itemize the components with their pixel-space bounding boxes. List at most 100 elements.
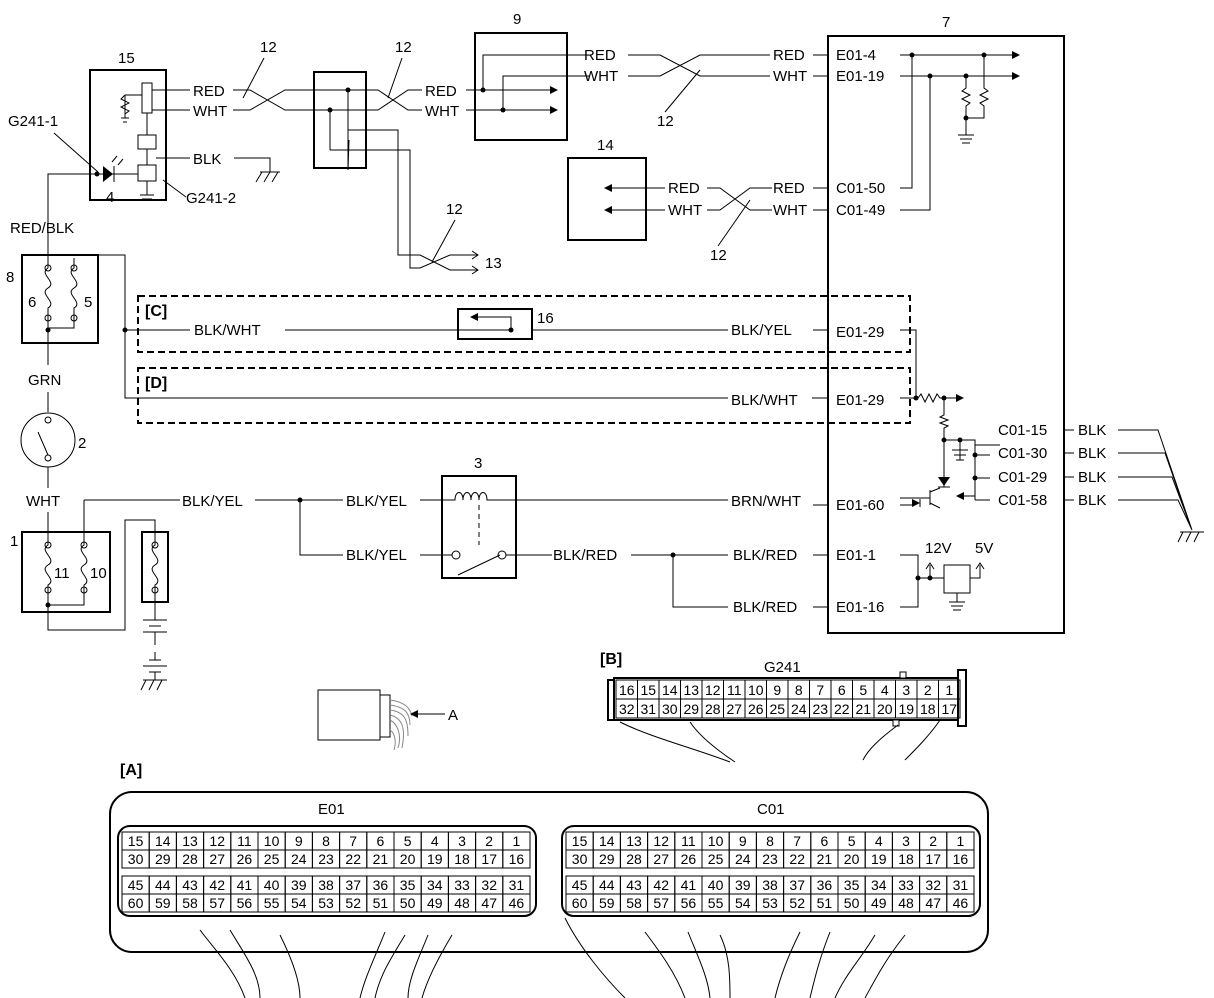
callout-9: 9 <box>513 11 521 28</box>
terminal-e01-29-c: E01-29 <box>836 324 884 341</box>
component-8-fuse-block: 8 6 5 <box>6 254 828 399</box>
g241-pin-1: 1 <box>945 682 953 698</box>
callout-6: 6 <box>28 294 36 311</box>
e01-pin-19: 19 <box>427 851 443 867</box>
e01-pin-43: 43 <box>182 877 198 893</box>
c01-pin-50: 50 <box>844 895 860 911</box>
connector-g241-title: G241 <box>764 659 801 676</box>
e01-pin-6: 6 <box>377 833 385 849</box>
c01-pin-15: 15 <box>572 833 588 849</box>
wire-label-wht-sw: WHT <box>26 493 60 510</box>
e01-pin-54: 54 <box>291 895 307 911</box>
e01-pin-4: 4 <box>431 833 439 849</box>
e01-pin-41: 41 <box>237 877 253 893</box>
terminal-e01-16: E01-16 <box>836 599 884 616</box>
callout-1: 1 <box>10 533 18 550</box>
c01-pin-11: 11 <box>681 833 696 849</box>
g241-pin-5: 5 <box>859 682 867 698</box>
c01-pin-54: 54 <box>735 895 751 911</box>
callout-8: 8 <box>6 269 14 286</box>
terminal-c01-30: C01-30 <box>998 445 1047 462</box>
e01-pin-53: 53 <box>318 895 334 911</box>
g241-pin-12: 12 <box>705 682 721 698</box>
component-1-fuse-box: 1 11 10 <box>10 500 156 631</box>
e01-pin-14: 14 <box>155 833 171 849</box>
section-d-label: [D] <box>145 375 167 392</box>
terminal-c01-29: C01-29 <box>998 469 1047 486</box>
wire-label-red-15: RED <box>193 83 225 100</box>
terminal-e01-19: E01-19 <box>836 68 884 85</box>
c01-pin-9: 9 <box>739 833 747 849</box>
wire-label-blk-g2: BLK <box>1078 445 1106 462</box>
c01-pin-52: 52 <box>789 895 805 911</box>
g241-pin-25: 25 <box>769 701 785 717</box>
c01-pin-19: 19 <box>871 851 887 867</box>
e01-pin-52: 52 <box>345 895 361 911</box>
c01-pin-33: 33 <box>898 877 914 893</box>
c01-pin-30: 30 <box>572 851 588 867</box>
led-4-icon <box>92 155 138 182</box>
g241-pin-9: 9 <box>773 682 781 698</box>
e01-pin-37: 37 <box>345 877 361 893</box>
c01-pin-37: 37 <box>789 877 805 893</box>
component-2-switch-icon: 2 <box>20 412 86 468</box>
e01-pin-18: 18 <box>454 851 470 867</box>
e01-pin-24: 24 <box>291 851 307 867</box>
callout-7: 7 <box>942 14 950 31</box>
g241-pin-20: 20 <box>877 701 893 717</box>
c01-pin-27: 27 <box>653 851 669 867</box>
g241-pin-6: 6 <box>838 682 846 698</box>
e01-pin-44: 44 <box>155 877 171 893</box>
g241-pin-24: 24 <box>791 701 807 717</box>
e01-pin-1: 1 <box>513 833 521 849</box>
g241-pin-27: 27 <box>726 701 742 717</box>
wire-label-red-14b: RED <box>773 180 805 197</box>
e01-pin-2: 2 <box>485 833 493 849</box>
e01-pin-48: 48 <box>454 895 470 911</box>
terminal-c01-58: C01-58 <box>998 492 1047 509</box>
e01-pin-17: 17 <box>481 851 497 867</box>
callout-10: 10 <box>90 565 107 582</box>
c01-pin-43: 43 <box>626 877 642 893</box>
c01-pin-58: 58 <box>626 895 642 911</box>
g241-pin-21: 21 <box>855 701 871 717</box>
callout-12-a: 12 <box>260 39 277 56</box>
g241-pin-2: 2 <box>924 682 932 698</box>
wire-label-wht-14: WHT <box>668 202 702 219</box>
callout-2: 2 <box>78 435 86 452</box>
voltage-5v: 5V <box>975 540 993 557</box>
g241-pin-18: 18 <box>920 701 936 717</box>
callout-3: 3 <box>474 455 482 472</box>
c01-pin-3: 3 <box>902 833 910 849</box>
e01-pin-34: 34 <box>427 877 443 893</box>
g241-pin-13: 13 <box>683 682 699 698</box>
c01-pin-45: 45 <box>572 877 588 893</box>
e01-pin-32: 32 <box>481 877 497 893</box>
wire-label-blk-15: BLK <box>193 151 221 168</box>
c01-pin-60: 60 <box>572 895 588 911</box>
c01-pin-32: 32 <box>925 877 941 893</box>
g241-pin-17: 17 <box>941 701 957 717</box>
wire-label-blk-yel-3: BLK/YEL <box>346 547 407 564</box>
terminal-c01-50: C01-50 <box>836 180 885 197</box>
c01-pin-36: 36 <box>817 877 833 893</box>
e01-pin-20: 20 <box>400 851 416 867</box>
callout-13: 13 <box>485 255 502 272</box>
wire-label-red-14: RED <box>668 180 700 197</box>
wire-label-red-7: RED <box>773 47 805 64</box>
terminal-e01-1: E01-1 <box>836 547 876 564</box>
voltage-12v: 12V <box>925 540 952 557</box>
c01-pin-40: 40 <box>708 877 724 893</box>
e01-pin-35: 35 <box>400 877 416 893</box>
g241-pin-8: 8 <box>795 682 803 698</box>
e01-pin-40: 40 <box>264 877 280 893</box>
callout-12-c: 12 <box>446 201 463 218</box>
terminal-e01-60: E01-60 <box>836 497 884 514</box>
c01-pin-39: 39 <box>735 877 751 893</box>
c01-pin-51: 51 <box>817 895 833 911</box>
c01-pin-23: 23 <box>762 851 778 867</box>
splice-box <box>313 71 367 169</box>
